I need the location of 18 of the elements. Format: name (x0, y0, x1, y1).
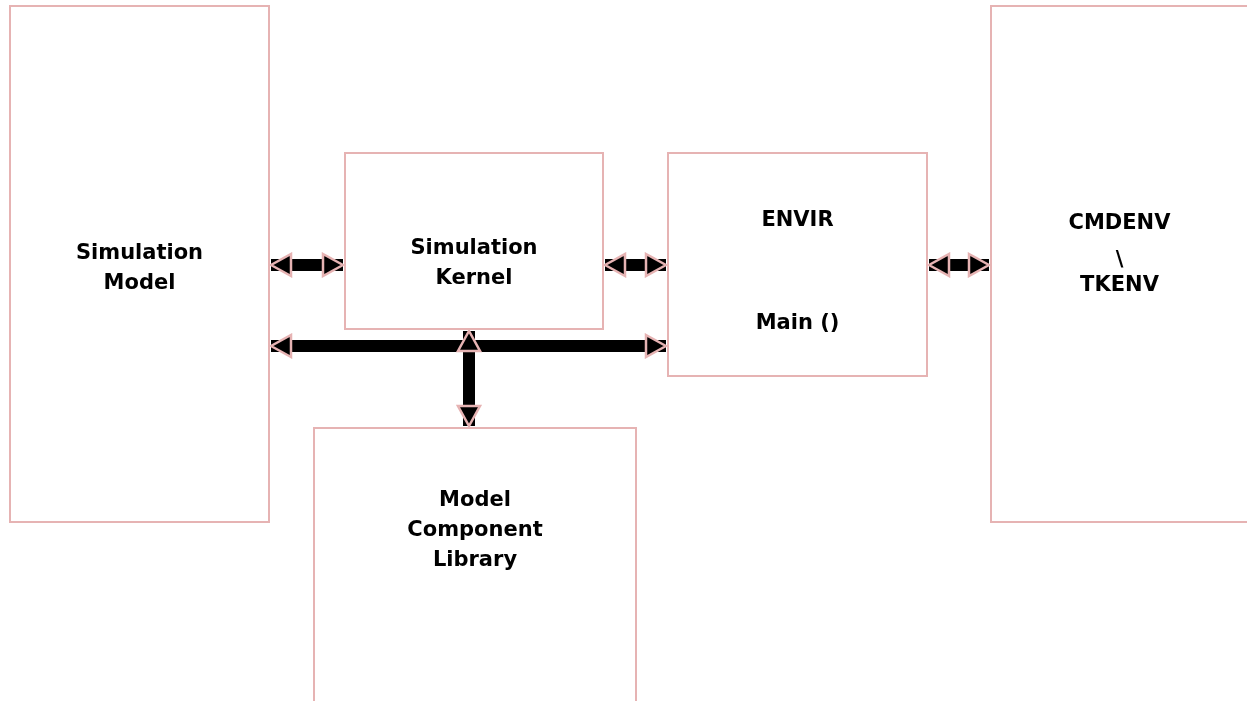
component-label: ENVIR (760, 206, 835, 233)
component-box (9, 5, 270, 523)
component-label: Simulation Model (74, 239, 205, 296)
double-arrow (927, 252, 991, 278)
component-box (313, 427, 637, 701)
double-arrow (269, 333, 668, 359)
component-box (344, 152, 604, 330)
component-label: Model Component Library (406, 486, 544, 573)
component-box (667, 152, 928, 377)
component-label: Main () (754, 309, 841, 336)
component-label: Simulation Kernel (409, 234, 539, 291)
component-label: \ (1114, 246, 1125, 273)
component-label: TKENV (1079, 271, 1160, 298)
component-box (990, 5, 1247, 523)
double-arrow (603, 252, 668, 278)
double-arrow (269, 252, 345, 278)
double-arrow (456, 329, 482, 428)
component-label: CMDENV (1067, 209, 1172, 236)
